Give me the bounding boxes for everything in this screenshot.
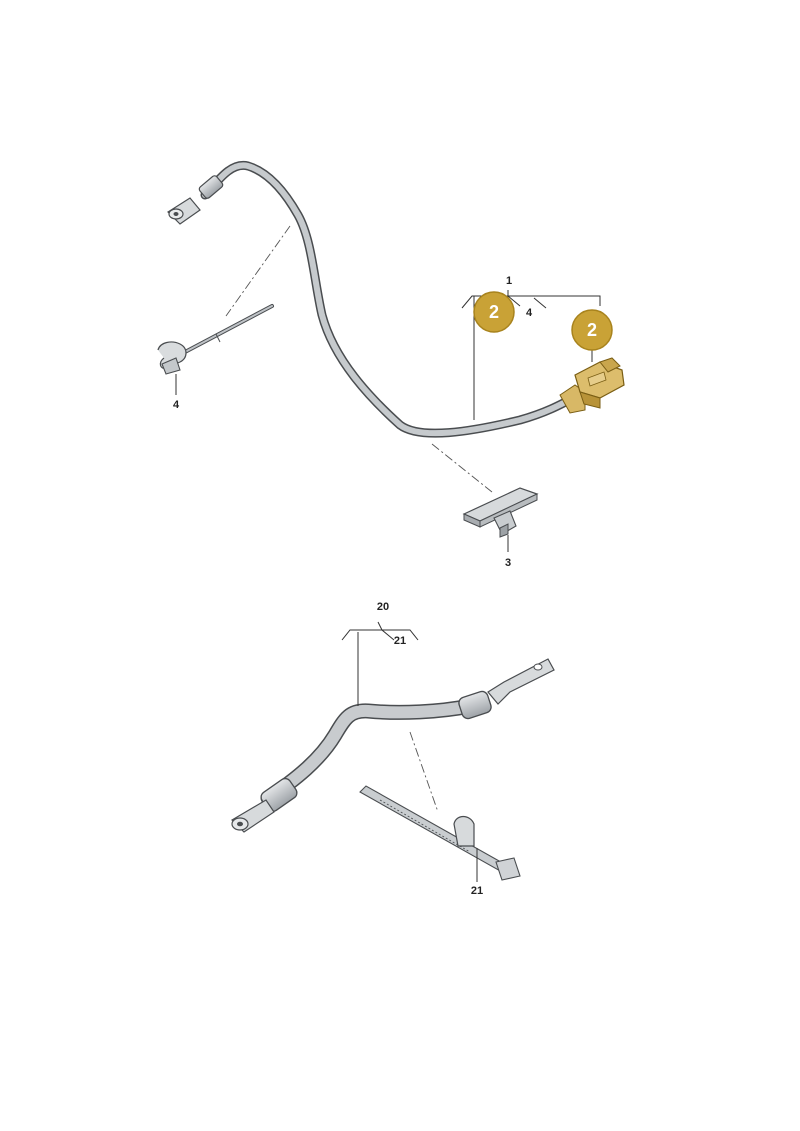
connector-housing-part-2[interactable] [559,357,625,414]
guide-line-cable-tie [409,731,439,813]
callout-4-upper[interactable]: 4 [526,307,533,319]
upper-ring-terminal [167,197,201,225]
lower-ring-lug-left [231,799,275,833]
lower-cable-outline [260,698,478,806]
svg-text:2: 2 [489,302,499,322]
callout-4-left[interactable]: 4 [173,399,180,411]
mounting-bracket-part-3 [462,487,539,538]
callout-1[interactable]: 1 [506,275,512,287]
badge-part-2-left[interactable]: 2 [473,291,515,333]
lower-leader-lines [341,621,478,882]
upper-cable [202,162,578,437]
upper-cable-outline [200,160,580,438]
upper-crimp-sleeve [198,175,224,199]
lower-cable [262,700,476,804]
lower-cable-assembly: 20 21 21 [231,601,555,897]
callout-20[interactable]: 20 [377,601,389,613]
svg-text:2: 2 [587,320,597,340]
upper-leader-lines [175,290,601,552]
badge-part-2-right[interactable]: 2 [571,309,613,351]
cable-tie-part-21 [359,785,521,881]
callout-21-upper[interactable]: 21 [394,635,406,647]
guide-line-clip [225,225,291,317]
upper-cable-assembly: 2 2 1 4 4 3 [157,160,625,569]
callout-3[interactable]: 3 [505,557,511,569]
lower-flat-lug-right [487,658,555,705]
guide-line-bracket [431,443,493,493]
callout-21-lower[interactable]: 21 [471,885,483,897]
lower-sleeve-right [458,690,492,720]
cable-tie-clip-part-4 [157,304,274,375]
